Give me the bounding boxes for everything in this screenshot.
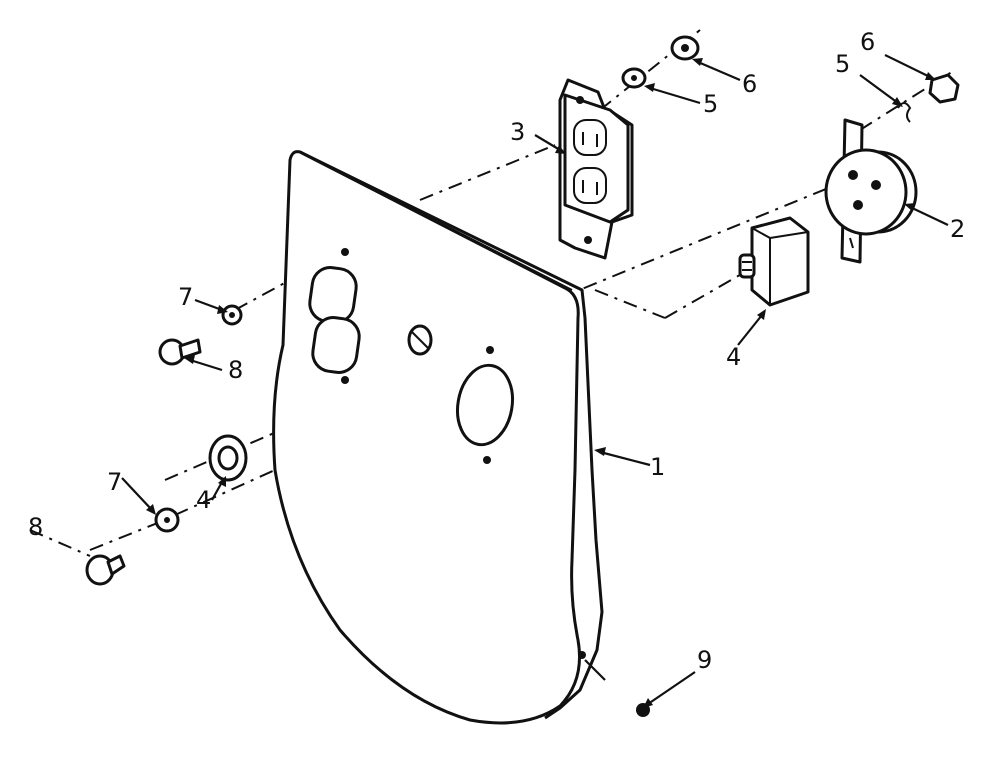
mounting-hole [483,456,491,464]
grommet-part-4 [208,434,248,482]
nut-part-6 [670,35,700,61]
callout-4-switch: 4 [726,343,741,371]
panel-part-1 [272,150,604,725]
mounting-hole [341,248,349,256]
callout-4-grommet: 4 [196,486,211,514]
callout-2: 2 [950,215,965,243]
washer-part-5 [621,67,647,89]
callout-7-upper: 7 [178,283,193,311]
callout-7-lower: 7 [107,468,122,496]
washer-part-5-right [897,102,912,123]
mounting-hole [341,376,349,384]
outlet-cutout-bottom [311,316,361,374]
switch-box-part-4 [738,216,810,307]
large-round-hole [456,363,514,447]
outlet-cutout-top [308,266,358,324]
nut-part-6-right [928,73,960,104]
lockwasher-part-7-lower [154,507,180,533]
screw-part-8-lower [85,554,126,586]
callout-8-lower: 8 [28,513,43,541]
callout-labels: 1 2 3 4 4 5 5 6 6 7 7 8 8 9 [28,28,965,674]
callout-1: 1 [650,453,665,481]
leader-lines [121,54,949,708]
callout-9: 9 [697,646,712,674]
callout-6-left: 6 [742,70,757,98]
callout-5-left: 5 [703,90,718,118]
callout-3: 3 [510,118,525,146]
round-receptacle-part-2 [824,118,918,264]
callout-5-right: 5 [835,50,850,78]
mounting-hole [486,346,494,354]
lockwasher-part-7-upper [221,304,243,326]
callout-6-right: 6 [860,28,875,56]
callout-8-upper: 8 [228,356,243,384]
screw-part-8-upper [158,338,202,366]
duplex-receptacle-part-3 [558,78,634,260]
